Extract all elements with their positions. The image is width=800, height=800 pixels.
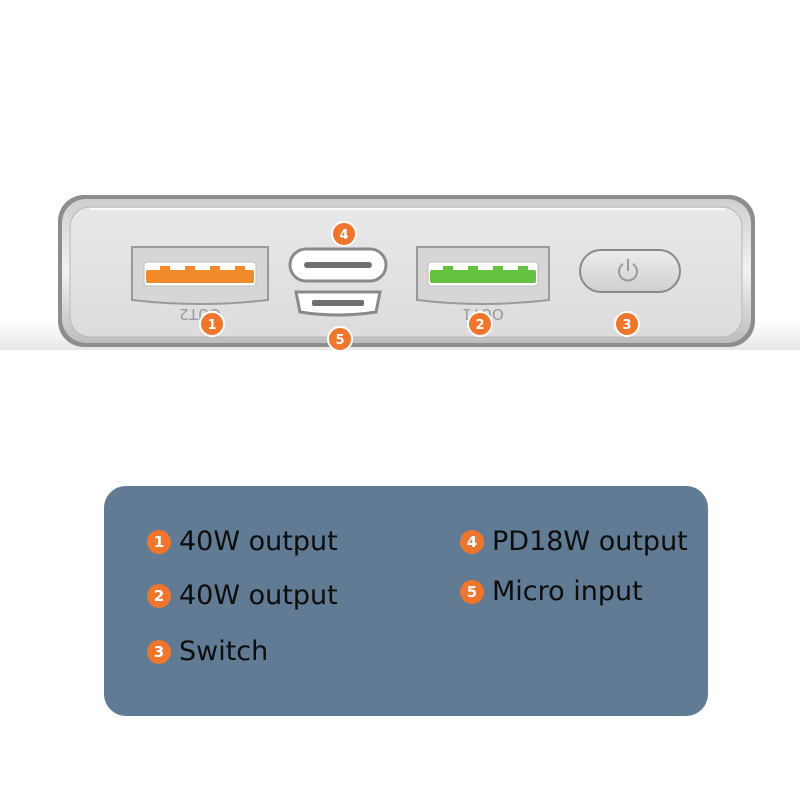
svg-text:4: 4 xyxy=(339,228,348,243)
callout-marker-5: 5 xyxy=(327,326,353,352)
power-icon xyxy=(618,259,638,282)
legend-label: PD18W output xyxy=(492,526,688,557)
svg-text:5: 5 xyxy=(335,333,344,348)
svg-text:2: 2 xyxy=(475,318,484,333)
legend-item-4: 4 PD18W output xyxy=(460,526,688,557)
svg-text:1: 1 xyxy=(207,318,216,333)
usb-c-port xyxy=(288,247,388,283)
legend-label: 40W output xyxy=(179,580,338,611)
power-bank-body xyxy=(58,195,755,347)
legend-label: Micro input xyxy=(492,576,643,607)
legend-panel: 1 40W output 2 40W output 3 Switch 4 PD1… xyxy=(104,486,708,716)
legend-label: 40W output xyxy=(179,526,338,557)
callout-marker-2: 2 xyxy=(467,311,493,337)
micro-usb-port xyxy=(294,290,382,317)
callout-marker-3: 3 xyxy=(614,311,640,337)
legend-badge: 5 xyxy=(460,579,484,604)
legend-badge: 4 xyxy=(460,529,484,554)
legend-badge: 2 xyxy=(147,583,171,608)
legend-label: Switch xyxy=(179,636,269,667)
legend-badge: 1 xyxy=(147,529,171,554)
callout-marker-4: 4 xyxy=(331,221,357,247)
usb-a-port-out2: OUT2 xyxy=(131,246,269,323)
callout-marker-1: 1 xyxy=(199,311,225,337)
legend-item-5: 5 Micro input xyxy=(460,576,643,607)
power-button xyxy=(579,249,681,293)
legend-badge: 3 xyxy=(147,639,171,664)
usb-a-port-out1: OUT1 xyxy=(416,246,550,323)
legend-item-3: 3 Switch xyxy=(147,636,268,667)
legend-item-1: 1 40W output xyxy=(147,526,338,557)
svg-text:3: 3 xyxy=(622,318,631,333)
legend-item-2: 2 40W output xyxy=(147,580,338,611)
